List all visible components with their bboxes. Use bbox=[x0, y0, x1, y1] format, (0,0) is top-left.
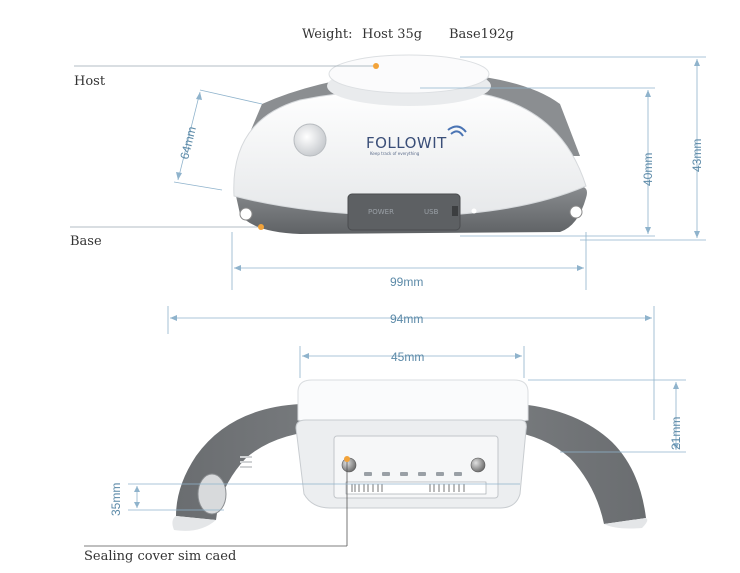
dim-band-width-label: 94mm bbox=[390, 312, 423, 326]
port-power-label: POWER bbox=[368, 208, 394, 216]
brand-tagline: Keep track of everything bbox=[370, 151, 420, 156]
dim-slot-height-label: 35mm bbox=[109, 483, 123, 516]
host-marker bbox=[373, 63, 379, 69]
base-label: Base bbox=[70, 234, 102, 249]
host-label: Host bbox=[74, 74, 106, 89]
lower-dimension-arrows bbox=[134, 315, 679, 508]
upper-dimension-arrows bbox=[176, 59, 700, 271]
dim-side-height-label: 21mm bbox=[669, 417, 683, 450]
port-cover bbox=[347, 193, 461, 231]
dim-width-top-label: 99mm bbox=[390, 275, 423, 289]
brand-logo: FOLLOWIT bbox=[366, 134, 447, 152]
barcode-label bbox=[345, 481, 487, 495]
base-tab-right bbox=[569, 205, 583, 219]
port-usb-label: USB bbox=[424, 208, 439, 216]
upper-device-illustration: FOLLOWIT Keep track of everything POWER … bbox=[233, 54, 587, 234]
upper-dimension-lines bbox=[173, 56, 706, 290]
strap-inner-edge-right bbox=[604, 518, 648, 529]
dim-depth-label: 64mm bbox=[177, 125, 199, 161]
weight-prefix: Weight: bbox=[302, 27, 352, 42]
contact-pins bbox=[364, 472, 462, 476]
sealing-label: Sealing cover sim caed bbox=[84, 549, 236, 564]
strap-slot bbox=[197, 473, 227, 515]
upper-leader-lines bbox=[70, 65, 373, 228]
sealing-leader-line bbox=[84, 462, 348, 547]
strap-inner-edge bbox=[172, 516, 216, 531]
port-switch bbox=[452, 206, 458, 216]
screw-right-icon bbox=[470, 457, 486, 473]
logo-wave-icon bbox=[447, 125, 467, 137]
lower-dimension-lines bbox=[128, 306, 686, 511]
sealing-marker bbox=[344, 456, 350, 462]
weight-base: Base192g bbox=[449, 27, 514, 42]
weight-host: Host 35g bbox=[362, 27, 422, 42]
base-marker bbox=[258, 224, 264, 230]
lower-device-illustration bbox=[172, 379, 648, 531]
barcode-bars bbox=[351, 484, 465, 492]
dim-host-width-label: 45mm bbox=[391, 350, 424, 364]
host-cap bbox=[328, 54, 490, 94]
dim-total-height-label: 43mm bbox=[690, 139, 704, 172]
strap-vent-dots bbox=[240, 456, 252, 468]
dim-host-height-label: 40mm bbox=[641, 153, 655, 186]
led-indicator-icon bbox=[471, 208, 477, 214]
strap-band bbox=[176, 404, 646, 524]
base-tab-left bbox=[239, 207, 253, 221]
side-button-icon bbox=[293, 123, 327, 157]
